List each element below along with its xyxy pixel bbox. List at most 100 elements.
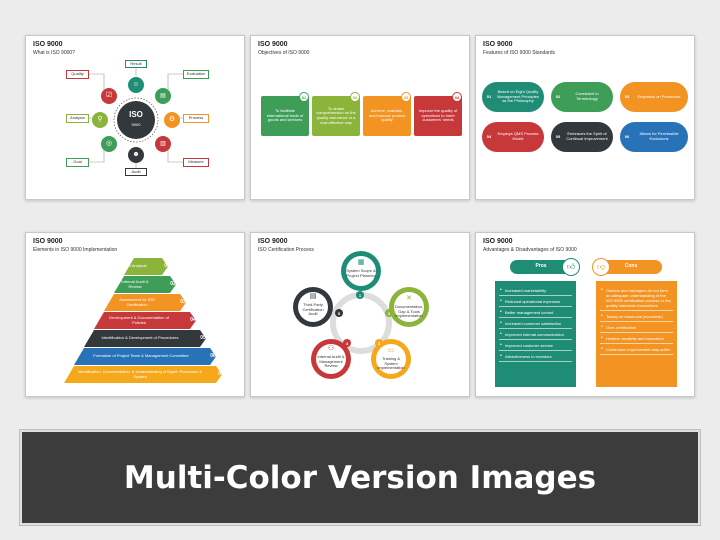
target-icon: ◎ (105, 139, 113, 147)
pros-tab: Pros (510, 260, 572, 274)
group-icon: ☺ (132, 80, 140, 88)
feature-num-3: 03 (624, 93, 630, 99)
iso-center-label: ISO (129, 110, 143, 120)
process-num-3: 3 (375, 339, 383, 347)
label-quality: Quality (66, 70, 89, 79)
slide-certification-process[interactable]: ISO 9000 ISO Certification Process Syste… (250, 232, 470, 397)
process-num-2: 2 (385, 309, 393, 317)
feature-pill-1 (482, 82, 544, 112)
cons-item: Taxing on resources (economic) (600, 311, 673, 322)
checklist-icon: ☑ (105, 91, 113, 99)
feature-num-2: 02 (555, 93, 561, 99)
process-num-4: 4 (343, 339, 351, 347)
process-cycle-diagram (293, 251, 429, 379)
thumbs-down-icon: 👎︎ (592, 258, 610, 276)
element-text-6: Formation of Project Team & Management C… (93, 353, 189, 359)
tools-icon: ✕ (406, 295, 412, 302)
process-num-1: 1 (356, 291, 364, 299)
element-num-1: 01 (164, 262, 170, 269)
feature-num-4: 04 (486, 133, 492, 139)
pros-item: Better management control (499, 307, 572, 318)
feature-text-4: Employs QMS Process Model (497, 131, 539, 141)
cons-item: Continuous improvement may suffer (600, 344, 673, 355)
objective-text-4: Improve the quality of operations to mee… (418, 108, 458, 123)
element-text-3: Assessment for ISO Certification (119, 296, 155, 307)
objective-num-3: 03 (401, 92, 411, 102)
objective-card-1 (261, 96, 309, 136)
slide-subtitle: What is ISO 9000? (33, 50, 75, 56)
thumbs-up-icon: 👍︎ (562, 258, 580, 276)
slide-title: ISO 9000 (483, 41, 513, 48)
element-text-4: Development & Documentation of Policies (109, 314, 169, 325)
slide-pros-cons[interactable]: ISO 9000 Advantages & Disadvantages of I… (475, 232, 695, 397)
feature-text-3: Emphasis on Processes (637, 93, 681, 99)
slide-subtitle: Objectives of ISO 9000 (258, 50, 310, 56)
label-process: Process (183, 114, 209, 123)
cons-item: Hinders creativity and innovation (600, 333, 673, 344)
objective-num-4: 04 (452, 92, 462, 102)
banner-title: Multi-Color Version Images (123, 459, 597, 496)
element-text-2: Internal Audit & Review (121, 278, 149, 289)
objective-card-2 (312, 96, 360, 136)
slide-objectives[interactable]: ISO 9000 Objectives of ISO 9000 To facil… (250, 35, 470, 200)
slide-subtitle: Features of ISO 9000 Standards (483, 50, 555, 56)
slide-title: ISO 9000 (33, 41, 63, 48)
pros-item: Improved internal communication (499, 329, 572, 340)
document-icon: ▤ (160, 92, 166, 99)
element-num-4: 04 (190, 316, 196, 323)
feature-pill-3 (620, 82, 688, 112)
objective-num-2: 02 (350, 92, 360, 102)
feature-text-6: Allows for Permissible Exclusions (639, 131, 679, 141)
feature-pill-5 (551, 122, 613, 152)
label-evaluation: Evaluation (183, 70, 209, 79)
pros-item: Improved customer service (499, 340, 572, 351)
pros-item: Reduced operational expenses (499, 296, 572, 307)
cons-tab: Cons (600, 260, 662, 274)
pros-item: Increased customer satisfaction (499, 318, 572, 329)
pros-panel: Increased marketability Reduced operatio… (495, 281, 576, 387)
element-text-5: Identification & Development of Procedur… (101, 335, 179, 341)
objective-text-1: To facilitate international trade of goo… (266, 108, 304, 123)
feature-num-5: 05 (555, 133, 561, 139)
slide-features[interactable]: ISO 9000 Features of ISO 9000 Standards … (475, 35, 695, 200)
slide-elements[interactable]: ISO 9000 Elements in ISO 9000 Implementa… (25, 232, 245, 397)
process-text-2: Documentation, Gap & Tools Implementatio… (394, 304, 423, 319)
slide-subtitle: Advantages & Disadvantages of ISO 9000 (483, 247, 577, 253)
process-num-5: 5 (335, 309, 343, 317)
feature-pill-4 (482, 122, 544, 152)
slide-subtitle: ISO Certification Process (258, 247, 314, 253)
cons-item: Over-certification (600, 322, 673, 333)
label-measure: Measure (183, 158, 209, 167)
label-result: Result (125, 60, 147, 68)
iso-wheel-diagram (89, 67, 183, 169)
slide-title: ISO 9000 (258, 238, 288, 245)
bottom-banner: Multi-Color Version Images (19, 429, 701, 526)
pros-item: Attractiveness to investors (499, 351, 572, 362)
process-text-1: System Scope & Project Planning (346, 268, 376, 278)
objective-num-1: 01 (299, 92, 309, 102)
objective-card-4 (414, 96, 462, 136)
label-analysis: Analysis (66, 114, 89, 123)
feature-text-5: Embraces the Spirit of Continual Improve… (566, 131, 608, 141)
feature-text-1: Based on Eight Quality Management Princi… (497, 89, 539, 104)
slide-what-is-iso[interactable]: ISO 9000 What is ISO 9000? ISO 9000 ☺ ▤ … (25, 35, 245, 200)
certificate-icon: ▤ (309, 293, 317, 300)
objective-card-3 (363, 96, 411, 136)
feature-num-6: 06 (624, 133, 630, 139)
element-num-3: 03 (180, 298, 186, 305)
calendar-icon: ▦ (357, 259, 365, 266)
process-text-4: Internal Audit & Management Review (317, 354, 345, 369)
process-text-5: Third-Party Certification Audit (302, 302, 324, 317)
presentation-icon: ▭ (387, 347, 395, 354)
slide-title: ISO 9000 (483, 238, 513, 245)
element-text-1: Visit Analysis (123, 263, 147, 269)
pyramid-diagram (64, 258, 222, 383)
cons-item: Owners and managers do not form an adequ… (600, 285, 673, 311)
team-icon: ☻ (132, 150, 140, 158)
slide-title: ISO 9000 (258, 41, 288, 48)
label-audit: Audit (125, 168, 147, 176)
slide-title: ISO 9000 (33, 238, 63, 245)
iso-center-sub: 9000 (131, 121, 141, 127)
feature-num-1: 01 (486, 93, 492, 99)
search-icon: ⚲ (97, 115, 103, 123)
